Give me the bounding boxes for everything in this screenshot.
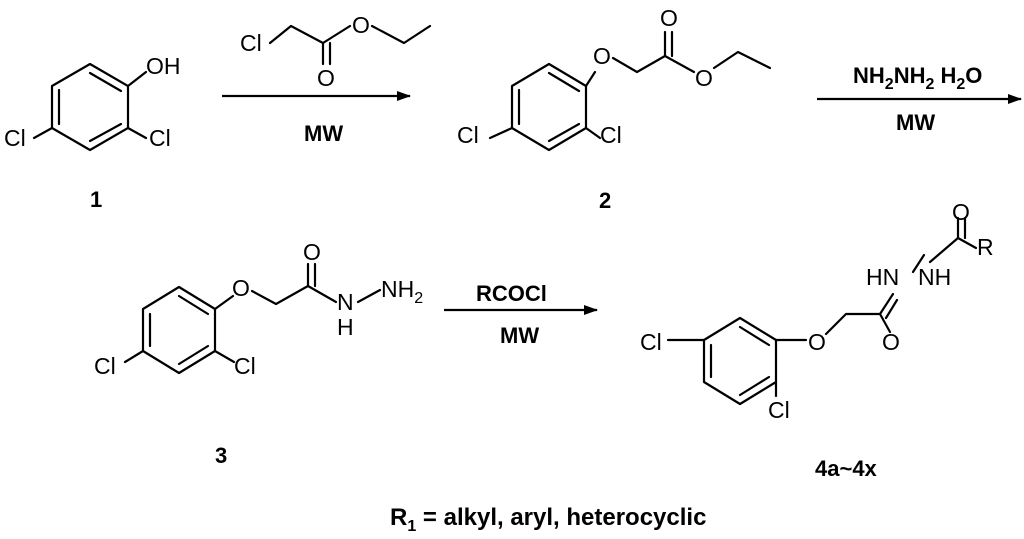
step-1-reagent-o-carbonyl-label: O: [317, 65, 335, 91]
step-2-reagent-part-6: 2: [956, 76, 965, 93]
compound-1-substituent-bonds: [32, 70, 148, 140]
step-2-reagent-part-7: O: [965, 63, 982, 88]
step-2-reagent-part-2: 2: [885, 76, 894, 93]
compound-4-hn-label: HN: [866, 264, 899, 290]
r-group-footnote-prefix: R: [390, 504, 407, 531]
step-2-reagent-part-1: NH: [853, 63, 885, 88]
step-1-reagent-bonds: [268, 24, 432, 66]
compound-4-substituent-bonds: [666, 338, 808, 398]
compound-1-oh-label: OH: [146, 53, 181, 79]
compound-4-o-acyl-label: O: [952, 199, 970, 225]
compound-2-chain-bonds: [611, 30, 772, 74]
compound-3-ring-double-bonds: [148, 294, 210, 366]
compound-3-nh2-h: H: [398, 276, 415, 302]
compound-1-ring: [50, 62, 130, 152]
step-3-condition: MW: [500, 323, 539, 348]
compound-1: OH Cl Cl 1: [4, 53, 181, 212]
compound-2-o-ester-label: O: [695, 65, 713, 91]
step-3: RCOCl MW: [444, 281, 598, 348]
step-2: NH2NH2 H2O MW: [817, 63, 1022, 135]
step-2-condition: MW: [896, 110, 935, 135]
step-3-reagent: RCOCl: [476, 281, 547, 306]
step-1-condition: MW: [304, 121, 343, 146]
compound-2-ring-double-bonds: [517, 71, 581, 143]
compound-4-r-label: R: [977, 234, 994, 260]
r-group-footnote-text: = alkyl, aryl, heterocyclic: [416, 504, 706, 531]
step-2-reagent-part-3: NH: [894, 63, 926, 88]
compound-2-o-ether-label: O: [593, 43, 611, 69]
compound-4-o-carbonyl-label: O: [882, 329, 900, 355]
compound-4-cl-ortho-label: Cl: [768, 397, 790, 423]
compound-1-cl-ortho-label: Cl: [149, 125, 171, 151]
compound-2-number: 2: [599, 188, 611, 213]
compound-4-chain-bonds: [824, 216, 978, 336]
compound-3: O O N H NH2 Cl Cl 3: [94, 239, 423, 468]
compound-2: O O O Cl Cl 2: [457, 5, 772, 213]
compound-3-o-carbonyl-label: O: [303, 239, 321, 265]
compound-4-cl-para-label: Cl: [640, 329, 662, 355]
compound-1-cl-para-label: Cl: [4, 125, 26, 151]
step-1-reagent-cl-label: Cl: [240, 30, 262, 56]
compound-3-cl-para-label: Cl: [94, 353, 116, 379]
r-group-footnote-subscript: 1: [407, 518, 416, 535]
step-2-reagent: NH2NH2 H2O: [853, 63, 982, 93]
compound-4-nh-label: NH: [918, 264, 951, 290]
compound-3-o-ether-label: O: [232, 275, 250, 301]
compound-3-nh2-n: N: [381, 276, 398, 302]
compound-3-nh2-label: NH2: [381, 276, 423, 307]
compound-3-nh2-subscript: 2: [414, 290, 423, 307]
compound-4-number: 4a~4x: [815, 456, 878, 481]
compound-4-ring: [702, 316, 778, 406]
compound-3-chain-bonds: [250, 262, 382, 306]
r-group-footnote: R1 = alkyl, aryl, heterocyclic: [390, 504, 706, 535]
compound-4-o-ether-label: O: [808, 329, 826, 355]
compound-3-cl-ortho-label: Cl: [234, 353, 256, 379]
compound-4: O O HN NH O R Cl Cl 4a~4x: [640, 199, 994, 481]
compound-2-cl-para-label: Cl: [457, 122, 479, 148]
compound-3-substituent-bonds: [123, 294, 236, 364]
compound-2-cl-ortho-label: Cl: [600, 122, 622, 148]
compound-2-o-carbonyl-label: O: [660, 5, 678, 31]
step-1: Cl O O MW: [222, 12, 432, 146]
compound-3-number: 3: [215, 443, 227, 468]
step-2-reagent-part-4: 2: [925, 76, 934, 93]
step-2-reagent-part-5: H: [934, 63, 956, 88]
compound-2-ring: [510, 62, 588, 152]
compound-3-ring: [141, 285, 217, 375]
compound-1-number: 1: [90, 187, 102, 212]
step-1-reagent-o-ester-label: O: [352, 12, 370, 38]
compound-3-n-nh-label: N: [337, 289, 354, 315]
compound-3-nh-h-label: H: [337, 314, 354, 340]
compound-1-ring-double-bonds: [57, 71, 123, 143]
compound-2-substituent-bonds: [488, 70, 602, 140]
compound-4-ring-double-bonds: [709, 325, 771, 397]
